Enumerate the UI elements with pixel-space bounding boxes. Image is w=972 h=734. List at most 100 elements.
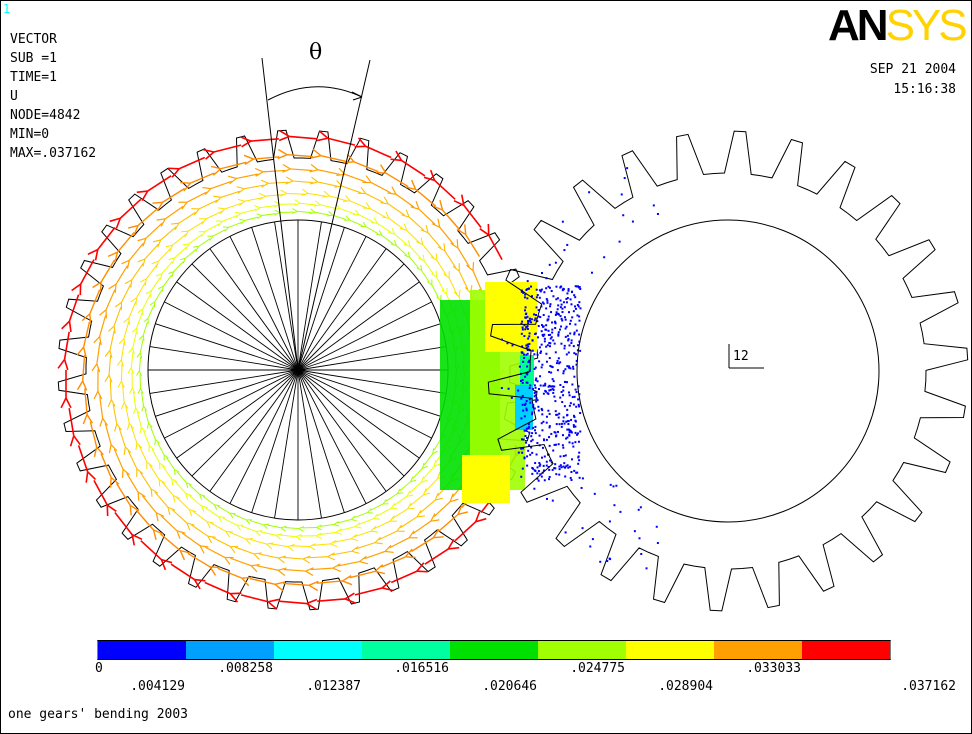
vector-arrow-head xyxy=(172,495,176,503)
vector-arrow-head xyxy=(209,566,217,576)
contact-dot xyxy=(531,472,534,475)
vector-arrow-head xyxy=(199,545,209,548)
contact-dot xyxy=(559,361,562,364)
vector-arrow-head xyxy=(449,493,454,502)
contact-dot xyxy=(564,335,567,338)
vector-arrow-head xyxy=(167,507,171,515)
vector-arrow-head xyxy=(158,479,161,487)
contact-dot xyxy=(534,379,537,382)
vector-arrow-head xyxy=(68,321,72,333)
contact-dot xyxy=(561,307,564,310)
contact-dot xyxy=(520,447,523,450)
contact-dot xyxy=(570,478,573,481)
contact-dot xyxy=(542,420,545,423)
scatter-dot xyxy=(548,263,551,266)
contact-dot xyxy=(535,397,538,400)
vector-arrow-head xyxy=(240,220,246,225)
contact-dot xyxy=(521,467,524,470)
vector-arrow-head xyxy=(199,545,205,554)
spoke-line xyxy=(229,369,299,504)
vector-arrow-head xyxy=(367,508,372,513)
vector-arrow-head xyxy=(171,478,174,486)
scatter-dot xyxy=(566,243,569,246)
contact-dot xyxy=(538,464,541,467)
vector-arrow-head xyxy=(65,397,72,409)
vector-arrow xyxy=(244,216,259,222)
vector-arrow-head xyxy=(89,313,92,325)
vector-arrow-head xyxy=(139,352,143,359)
date-text: SEP 21 2004 xyxy=(869,62,956,77)
vector-arrow-head xyxy=(332,563,341,569)
vector-arrow-head xyxy=(387,192,397,195)
contact-dot xyxy=(520,475,523,478)
vector-arrow-head xyxy=(121,259,130,265)
contact-dot xyxy=(526,455,529,458)
vector-arrow xyxy=(140,540,163,561)
scatter-dot xyxy=(631,220,634,223)
vector-arrow xyxy=(120,284,132,303)
spoke-line xyxy=(191,369,299,477)
contact-dot xyxy=(550,311,553,314)
vector-arrow xyxy=(108,355,112,376)
vector-arrow-head xyxy=(302,188,309,194)
vector-arrow-head xyxy=(305,570,314,576)
vector-arrow xyxy=(89,289,101,315)
contact-dot xyxy=(555,434,558,437)
vector-arrow-head xyxy=(360,186,367,194)
vector-arrow xyxy=(99,396,104,419)
contact-dot xyxy=(552,391,555,394)
contact-dot xyxy=(558,423,561,426)
contact-dot xyxy=(540,422,543,425)
contact-dot xyxy=(544,384,547,387)
vector-arrow xyxy=(228,221,242,228)
vector-arrow xyxy=(79,259,95,285)
spoke-line xyxy=(297,323,441,371)
vector-arrow xyxy=(412,520,432,535)
vector-arrow-head xyxy=(57,358,66,369)
vector-arrow-head xyxy=(131,387,136,394)
vector-arrow-head xyxy=(106,504,117,512)
scatter-dot xyxy=(619,510,622,513)
contact-dot xyxy=(552,295,555,298)
vector-arrow xyxy=(265,194,284,197)
vector-arrow xyxy=(104,423,112,445)
vector-arrow-head xyxy=(236,186,245,190)
vector-arrow-head xyxy=(139,427,142,434)
contact-dot xyxy=(523,309,526,312)
contact-dot xyxy=(545,328,548,331)
contact-dot xyxy=(556,359,559,362)
scatter-dot xyxy=(577,462,580,465)
vector-arrow-head xyxy=(379,164,387,174)
contact-dot xyxy=(565,437,568,440)
logo-part-b: SYS xyxy=(885,1,968,50)
scatter-dot xyxy=(557,443,560,446)
vector-arrow-head xyxy=(408,530,415,539)
vector-arrow xyxy=(162,465,173,480)
contact-dot xyxy=(549,337,552,340)
contact-dot xyxy=(568,434,571,437)
scatter-dot xyxy=(545,277,548,280)
contact-dot xyxy=(564,454,567,457)
vector-arrow-head xyxy=(126,423,130,431)
vector-arrow xyxy=(431,284,439,298)
legend-color-4 xyxy=(450,641,538,659)
vector-arrow xyxy=(415,188,437,207)
contact-dot xyxy=(541,409,544,412)
vector-arrow-head xyxy=(99,336,102,346)
contact-dot xyxy=(528,332,531,335)
vector-arrow xyxy=(147,305,155,319)
contact-dot xyxy=(574,425,577,428)
vector-arrow-head xyxy=(61,320,71,330)
contact-dot xyxy=(573,294,576,297)
contact-dot xyxy=(549,385,552,388)
contact-dot xyxy=(525,344,528,347)
vector-arrow-head xyxy=(464,224,467,235)
vector-arrow xyxy=(100,453,112,478)
vector-arrow-head xyxy=(407,251,411,258)
info-line-node: NODE=4842 xyxy=(10,108,81,123)
scatter-dot xyxy=(652,204,655,207)
contact-dot xyxy=(563,344,566,347)
vector-arrow-head xyxy=(327,552,335,558)
contact-dot xyxy=(554,400,557,403)
